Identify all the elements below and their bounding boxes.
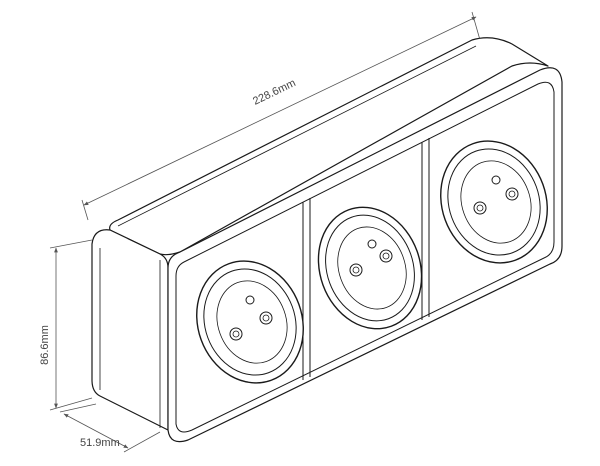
length-dimension-line bbox=[83, 16, 477, 206]
housing-top-face bbox=[109, 37, 549, 256]
housing-front-bezel bbox=[175, 81, 555, 433]
length-label: 228.6mm bbox=[251, 77, 298, 108]
length-extension-left bbox=[81, 199, 89, 221]
depth-label: 51.9mm bbox=[80, 437, 120, 449]
outlet-left bbox=[196, 260, 304, 384]
housing-edges bbox=[99, 45, 477, 428]
outlet-left-hole-b-inner bbox=[262, 314, 270, 322]
length-extension-right bbox=[471, 11, 481, 41]
depth-dimension-line bbox=[63, 413, 129, 449]
top-back-edge-line bbox=[117, 45, 477, 227]
outlet-right bbox=[440, 140, 548, 264]
outlet-middle-hole-b-inner bbox=[382, 252, 390, 260]
depth-extension-back bbox=[59, 403, 97, 413]
height-extension-top bbox=[49, 239, 93, 249]
outlet-right-face bbox=[460, 160, 532, 244]
housing-left-face bbox=[91, 229, 169, 431]
outlet-middle-face bbox=[337, 226, 407, 310]
outlet-right-earth-pin bbox=[491, 175, 501, 185]
outlet-middle bbox=[317, 206, 423, 330]
outlet-middle-earth-pin bbox=[367, 239, 377, 249]
dimension-lines bbox=[49, 11, 481, 453]
depth-extension-front bbox=[123, 431, 161, 453]
outlet-left-face bbox=[216, 280, 288, 364]
outlet-left-hole-a-inner bbox=[232, 330, 240, 338]
outlet-right-hole-a-inner bbox=[476, 204, 484, 212]
outlet-left-earth-pin bbox=[245, 295, 255, 305]
height-label: 86.6mm bbox=[39, 325, 51, 365]
segment-dividers bbox=[302, 138, 430, 380]
outlet-middle-hole-a-inner bbox=[352, 266, 360, 274]
outlet-right-hole-b-inner bbox=[508, 190, 516, 198]
